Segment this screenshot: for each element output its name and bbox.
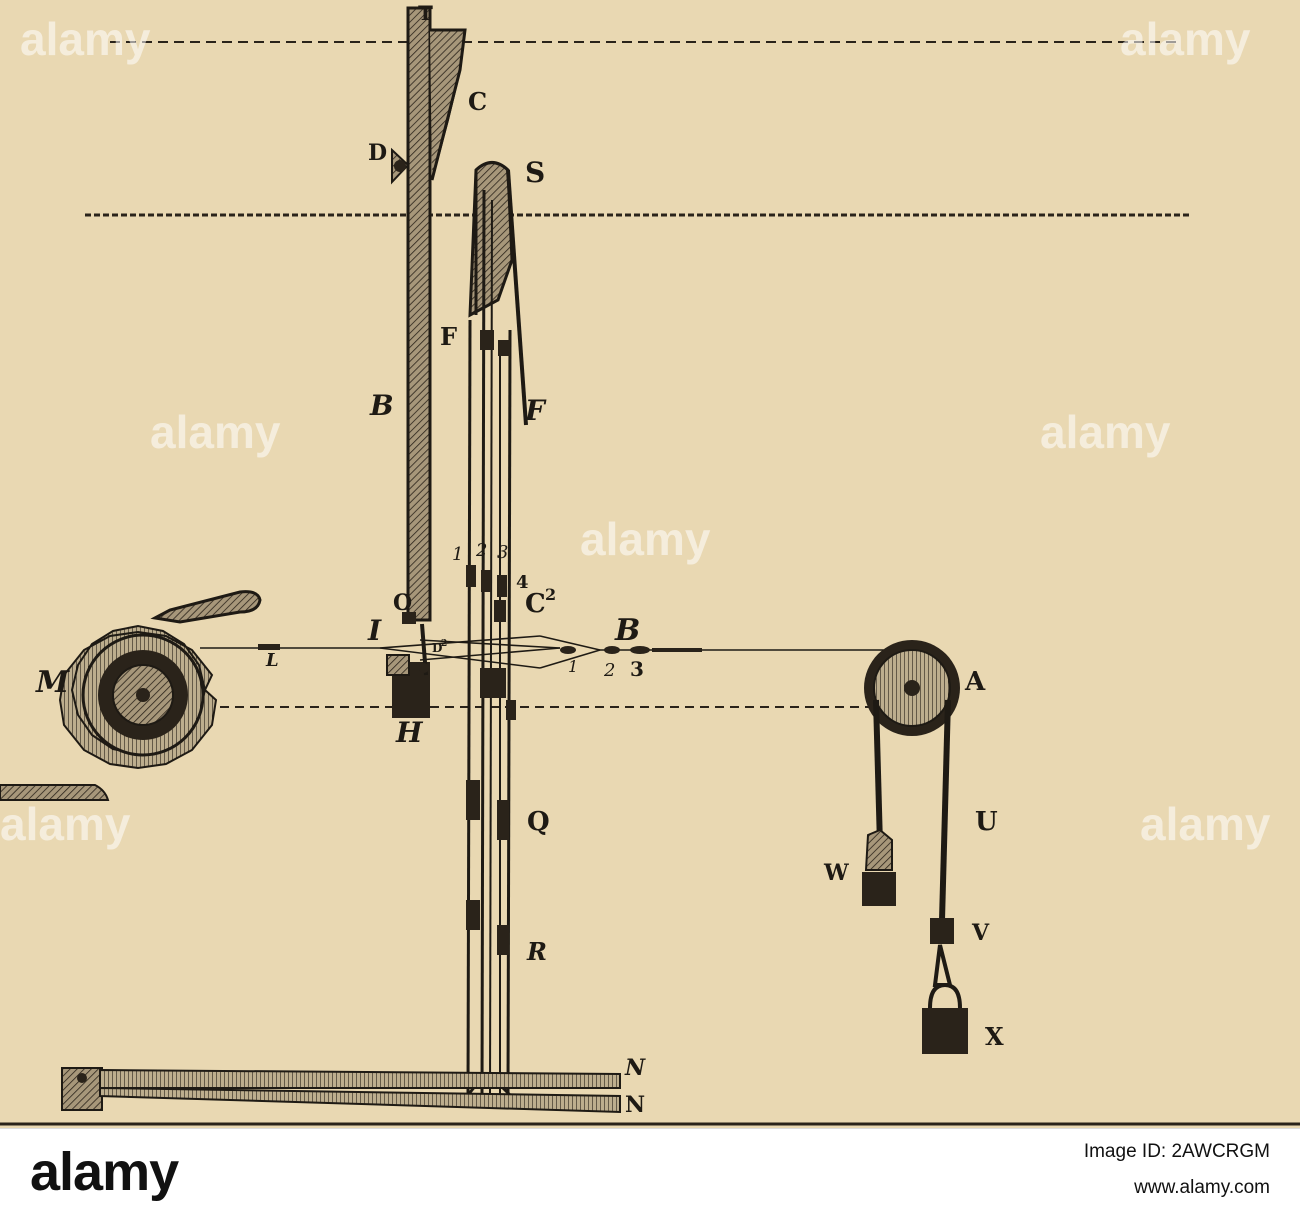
label-f1: F <box>440 322 457 351</box>
label-4: 4 <box>516 572 529 593</box>
label-3: 3 <box>497 542 508 563</box>
label-c2: C <box>525 589 546 619</box>
label-n1: N <box>624 1055 646 1081</box>
label-o: O <box>393 590 412 616</box>
label-n2: N <box>625 1092 645 1118</box>
label-d2-sup: 2 <box>441 639 447 649</box>
label-w: W <box>823 860 849 886</box>
watermark: alamy <box>1140 798 1271 850</box>
label-r: R <box>526 937 547 966</box>
ratchet-wheel-m <box>58 590 262 770</box>
label-m: M <box>35 665 70 700</box>
watermark: alamy <box>1120 13 1251 65</box>
shuttles <box>560 646 702 654</box>
label-2: 2 <box>475 540 487 561</box>
label-h: H <box>395 716 424 749</box>
label-shuttle-1: 1 <box>568 657 578 676</box>
label-f2: F <box>524 394 547 427</box>
watermark: alamy <box>0 798 131 850</box>
label-v: V <box>971 920 990 946</box>
label-shuttle-3: 3 <box>630 657 644 681</box>
frame-fragment <box>0 784 110 801</box>
label-b2: B <box>614 613 640 648</box>
label-shuttle-2: 2 <box>603 660 615 681</box>
alamy-logo: alamy <box>30 1142 179 1202</box>
treadles-n <box>61 1067 621 1114</box>
warp-threads <box>200 635 895 669</box>
loom-diagram: T C D S F F B 1 2 3 4 C 2 O I D 2 B 1 2 … <box>0 1 1300 1126</box>
image-id: Image ID: 2AWCRGM <box>1083 1141 1270 1162</box>
label-u: U <box>975 807 998 837</box>
label-s: S <box>525 156 545 189</box>
label-t: T <box>418 1 433 25</box>
pulley-a <box>862 640 968 1054</box>
vertical-batten-b <box>391 6 467 622</box>
label-c: C <box>468 87 487 116</box>
label-x: X <box>985 1022 1004 1051</box>
watermark: alamy <box>1040 406 1171 458</box>
diagram-plate: T C D S F F B 1 2 3 4 C 2 O I D 2 B 1 2 … <box>0 1 1300 1126</box>
label-a: A <box>964 667 986 697</box>
label-q: Q <box>527 807 550 837</box>
heddle-frames <box>466 161 528 1097</box>
label-c2-sup: 2 <box>545 585 556 604</box>
label-i: I <box>367 614 382 647</box>
label-1: 1 <box>452 544 463 565</box>
watermark: alamy <box>150 406 281 458</box>
block-h <box>386 612 430 718</box>
label-d2: D <box>432 641 442 655</box>
footer-bar: alamy Image ID: 2AWCRGM www.alamy.com <box>0 1128 1300 1219</box>
site-url: www.alamy.com <box>1134 1177 1270 1198</box>
lease-rod-l <box>258 644 280 650</box>
label-b1: B <box>369 389 394 422</box>
watermark: alamy <box>20 13 151 65</box>
label-l: L <box>265 650 279 671</box>
watermark: alamy <box>580 513 711 565</box>
label-d: D <box>368 140 387 166</box>
